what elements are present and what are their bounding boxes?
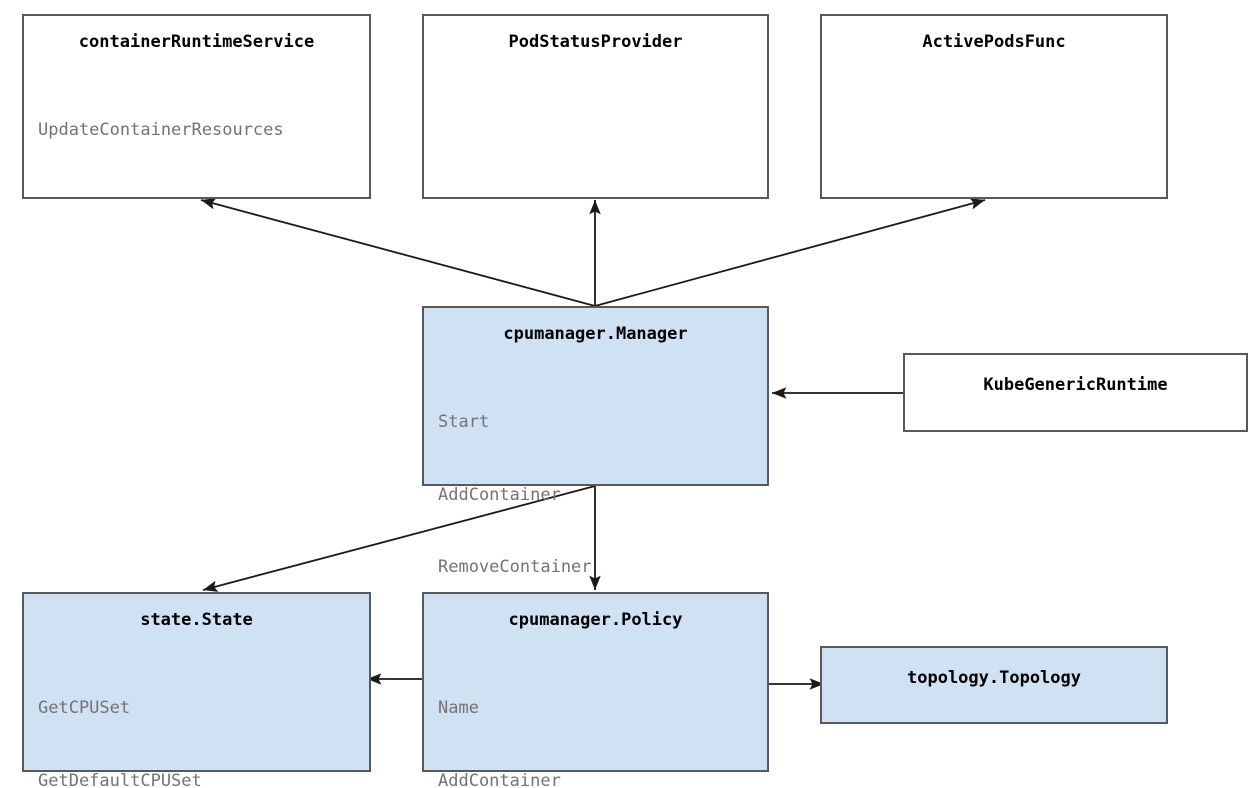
edge-manager-to-active-pods-func [594, 198, 986, 307]
node-active-pods-func[interactable]: ActivePodsFunc [820, 14, 1168, 199]
node-method: RemoveContainer [438, 557, 592, 577]
node-topology-topology[interactable]: topology.Topology [820, 646, 1168, 724]
node-title: state.State [140, 610, 253, 630]
node-title: topology.Topology [907, 668, 1081, 688]
node-title: cpumanager.Manager [503, 324, 688, 344]
node-method-list: GetCPUSet GetDefaultCPUSet SetCPUSet Set… [24, 648, 369, 788]
node-kube-generic-runtime[interactable]: KubeGenericRuntime [903, 353, 1248, 432]
edge-manager-to-container-runtime-service [200, 198, 596, 307]
node-method: Start [438, 412, 490, 433]
node-method: Name [438, 698, 479, 719]
node-cpumanager-policy[interactable]: cpumanager.Policy Name AddContainer Remo… [422, 592, 769, 788]
node-cpumanager-manager[interactable]: cpumanager.Manager Start AddContainer Re… [422, 306, 769, 649]
node-method: AddContainer [438, 770, 561, 788]
edge-manager-to-state-state [202, 485, 596, 592]
node-pod-status-provider[interactable]: PodStatusProvider [422, 14, 769, 199]
node-method-list: Name AddContainer RemoveContainer [424, 648, 767, 788]
node-title: PodStatusProvider [508, 32, 683, 52]
node-method-list: UpdateContainerResources [24, 70, 369, 191]
node-method: GetDefaultCPUSet [38, 770, 202, 788]
node-title: KubeGenericRuntime [983, 375, 1168, 395]
node-method: UpdateContainerResources [38, 120, 284, 141]
node-method: AddContainer [438, 484, 561, 505]
node-title: containerRuntimeService [78, 32, 315, 52]
node-title: cpumanager.Policy [508, 610, 683, 630]
node-state-state[interactable]: state.State GetCPUSet GetDefaultCPUSet S… [22, 592, 371, 788]
node-method: GetCPUSet [38, 698, 131, 719]
node-title: ActivePodsFunc [922, 32, 1066, 52]
node-container-runtime-service[interactable]: containerRuntimeService UpdateContainerR… [22, 14, 371, 199]
